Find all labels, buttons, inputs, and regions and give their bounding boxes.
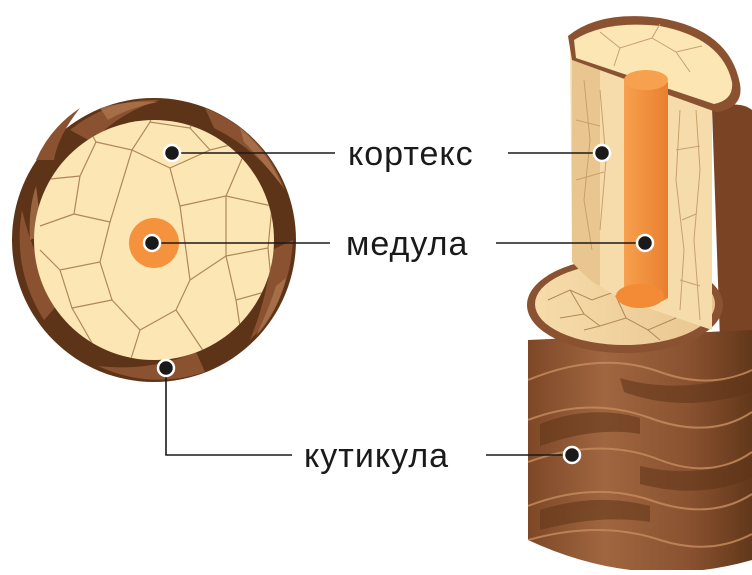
cuticle-leader-left — [166, 368, 292, 455]
cuticle-label: кутикула — [304, 436, 449, 476]
medulla-dot-left — [144, 235, 160, 251]
medulla-dot-right — [637, 235, 653, 251]
upper-column-shade — [572, 60, 600, 286]
medulla-label: медула — [346, 224, 468, 264]
cuticle-dot-right — [564, 447, 580, 463]
shaft-medulla-bottom — [616, 284, 664, 308]
shaft-medulla-top — [624, 70, 668, 90]
cuticle-dot-left — [158, 360, 174, 376]
shaft-medulla — [624, 80, 668, 305]
cortex-label: кортекс — [348, 134, 474, 174]
hair-shaft — [520, 16, 752, 570]
cortex-dot-left — [164, 145, 180, 161]
cortex-dot-right — [594, 145, 610, 161]
